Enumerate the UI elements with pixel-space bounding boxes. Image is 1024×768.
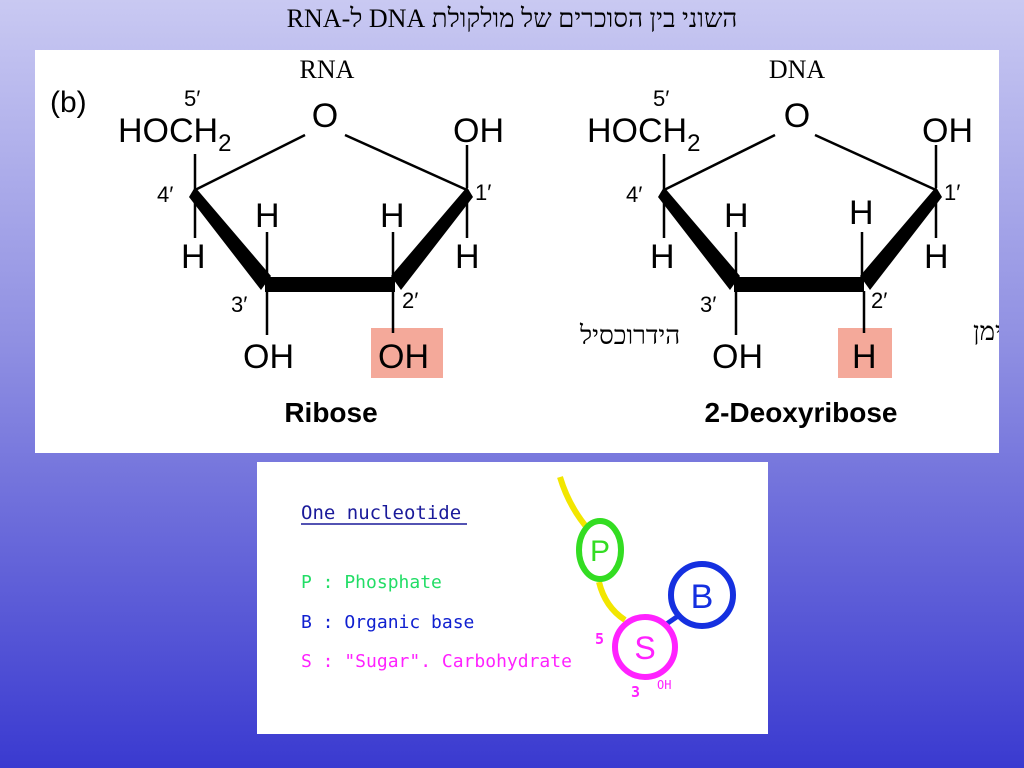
dna-c1-h: H: [924, 238, 949, 276]
dna-pos-4: 4′: [626, 182, 642, 207]
dna-highlight-box: [838, 328, 892, 378]
base-circle: [668, 561, 736, 629]
base-letter: B: [691, 578, 714, 616]
dna-pos-5: 5′: [653, 86, 669, 111]
rna-highlight-box: [371, 328, 443, 378]
rna-pos-5: 5′: [184, 86, 200, 111]
nucleotide-svg: One nucleotide P : Phosphate B : Organic…: [301, 476, 736, 701]
dna-ring-oxygen: O: [784, 97, 810, 135]
rna-c4-h: H: [181, 238, 206, 276]
ribose-structure: RNA HOCH2 O OH H H H H OH: [118, 55, 680, 428]
rna-pos-4: 4′: [157, 182, 173, 207]
deoxyribose-name: 2-Deoxyribose: [705, 397, 898, 428]
nucleotide-heading: One nucleotide: [301, 502, 461, 524]
sugar-circle: [612, 614, 678, 680]
sugar-letter: S: [634, 630, 655, 666]
deoxyribose-structure: DNA HOCH2 O OH H H H H OH H 5′ 4: [587, 55, 999, 428]
rna-pos-2: 2′: [402, 288, 418, 313]
dna-bond-c4-c3-wedge: [658, 187, 740, 290]
dna-c2-h-group: H: [852, 338, 877, 376]
dna-bond-c2-c1-wedge: [860, 187, 942, 290]
slide-title: השוני בין הסוכרים של מולקולת DNA ל-RNA: [286, 4, 738, 33]
sugar-structures-figure: (b) RNA HOCH2 O OH H H H: [35, 50, 999, 453]
dna-c2-h: H: [849, 194, 874, 232]
rna-annotation-hydroxyl: הידרוכסיל: [579, 321, 680, 350]
dna-c3-oh: OH: [712, 338, 763, 376]
dna-header: DNA: [769, 55, 826, 84]
rna-c1-h: H: [455, 238, 480, 276]
legend-phosphate: P : Phosphate: [301, 572, 442, 593]
sugar-oh-label: OH: [657, 678, 671, 692]
backbone-upper: [557, 476, 592, 532]
dna-bond-c3-c2: [734, 277, 864, 292]
rna-c3-oh: OH: [243, 338, 294, 376]
rna-header: RNA: [300, 55, 355, 84]
dna-pos-1: 1′: [944, 180, 960, 205]
dna-bond-o-c1: [814, 133, 937, 192]
dna-pos-3: 3′: [700, 292, 716, 317]
rna-pos-3: 3′: [231, 292, 247, 317]
rna-c1-oh: OH: [453, 112, 504, 150]
rna-c3-h: H: [255, 197, 280, 235]
dna-pos-2: 2′: [871, 288, 887, 313]
legend-sugar: S : "Sugar". Carbohydrate: [301, 651, 572, 672]
phosphate-letter: P: [590, 535, 610, 568]
ribose-name: Ribose: [284, 397, 377, 428]
dna-c4-h: H: [650, 238, 675, 276]
panel-label: (b): [50, 86, 87, 119]
rna-bond-c4-c3-wedge: [189, 187, 271, 290]
dna-annotation-hydrogen: מימן: [973, 317, 999, 346]
backbone-lower: [596, 581, 627, 623]
rna-bond-c4-o: [194, 133, 306, 192]
dna-hoch2: HOCH2: [587, 112, 700, 157]
rna-pos-1: 1′: [475, 180, 491, 205]
rna-c2-oh: OH: [378, 338, 429, 376]
sugar-pos-3: 3: [631, 683, 640, 701]
legend-base: B : Organic base: [301, 612, 474, 633]
nucleotide-figure: One nucleotide P : Phosphate B : Organic…: [257, 462, 768, 734]
dna-c1-oh: OH: [922, 112, 973, 150]
rna-bond-c3-c2: [265, 277, 395, 292]
rna-ring-oxygen: O: [312, 97, 338, 135]
rna-hoch2: HOCH2: [118, 112, 231, 157]
sugar-structures-svg: (b) RNA HOCH2 O OH H H H: [50, 55, 999, 428]
rna-c2-h: H: [380, 197, 405, 235]
sugar-pos-5: 5: [595, 630, 604, 648]
dna-bond-c4-o: [663, 133, 776, 192]
phosphate-circle: [576, 518, 624, 582]
rna-bond-o-c1: [344, 133, 468, 192]
rna-bond-c2-c1-wedge: [391, 187, 473, 290]
dna-c3-h: H: [724, 197, 749, 235]
